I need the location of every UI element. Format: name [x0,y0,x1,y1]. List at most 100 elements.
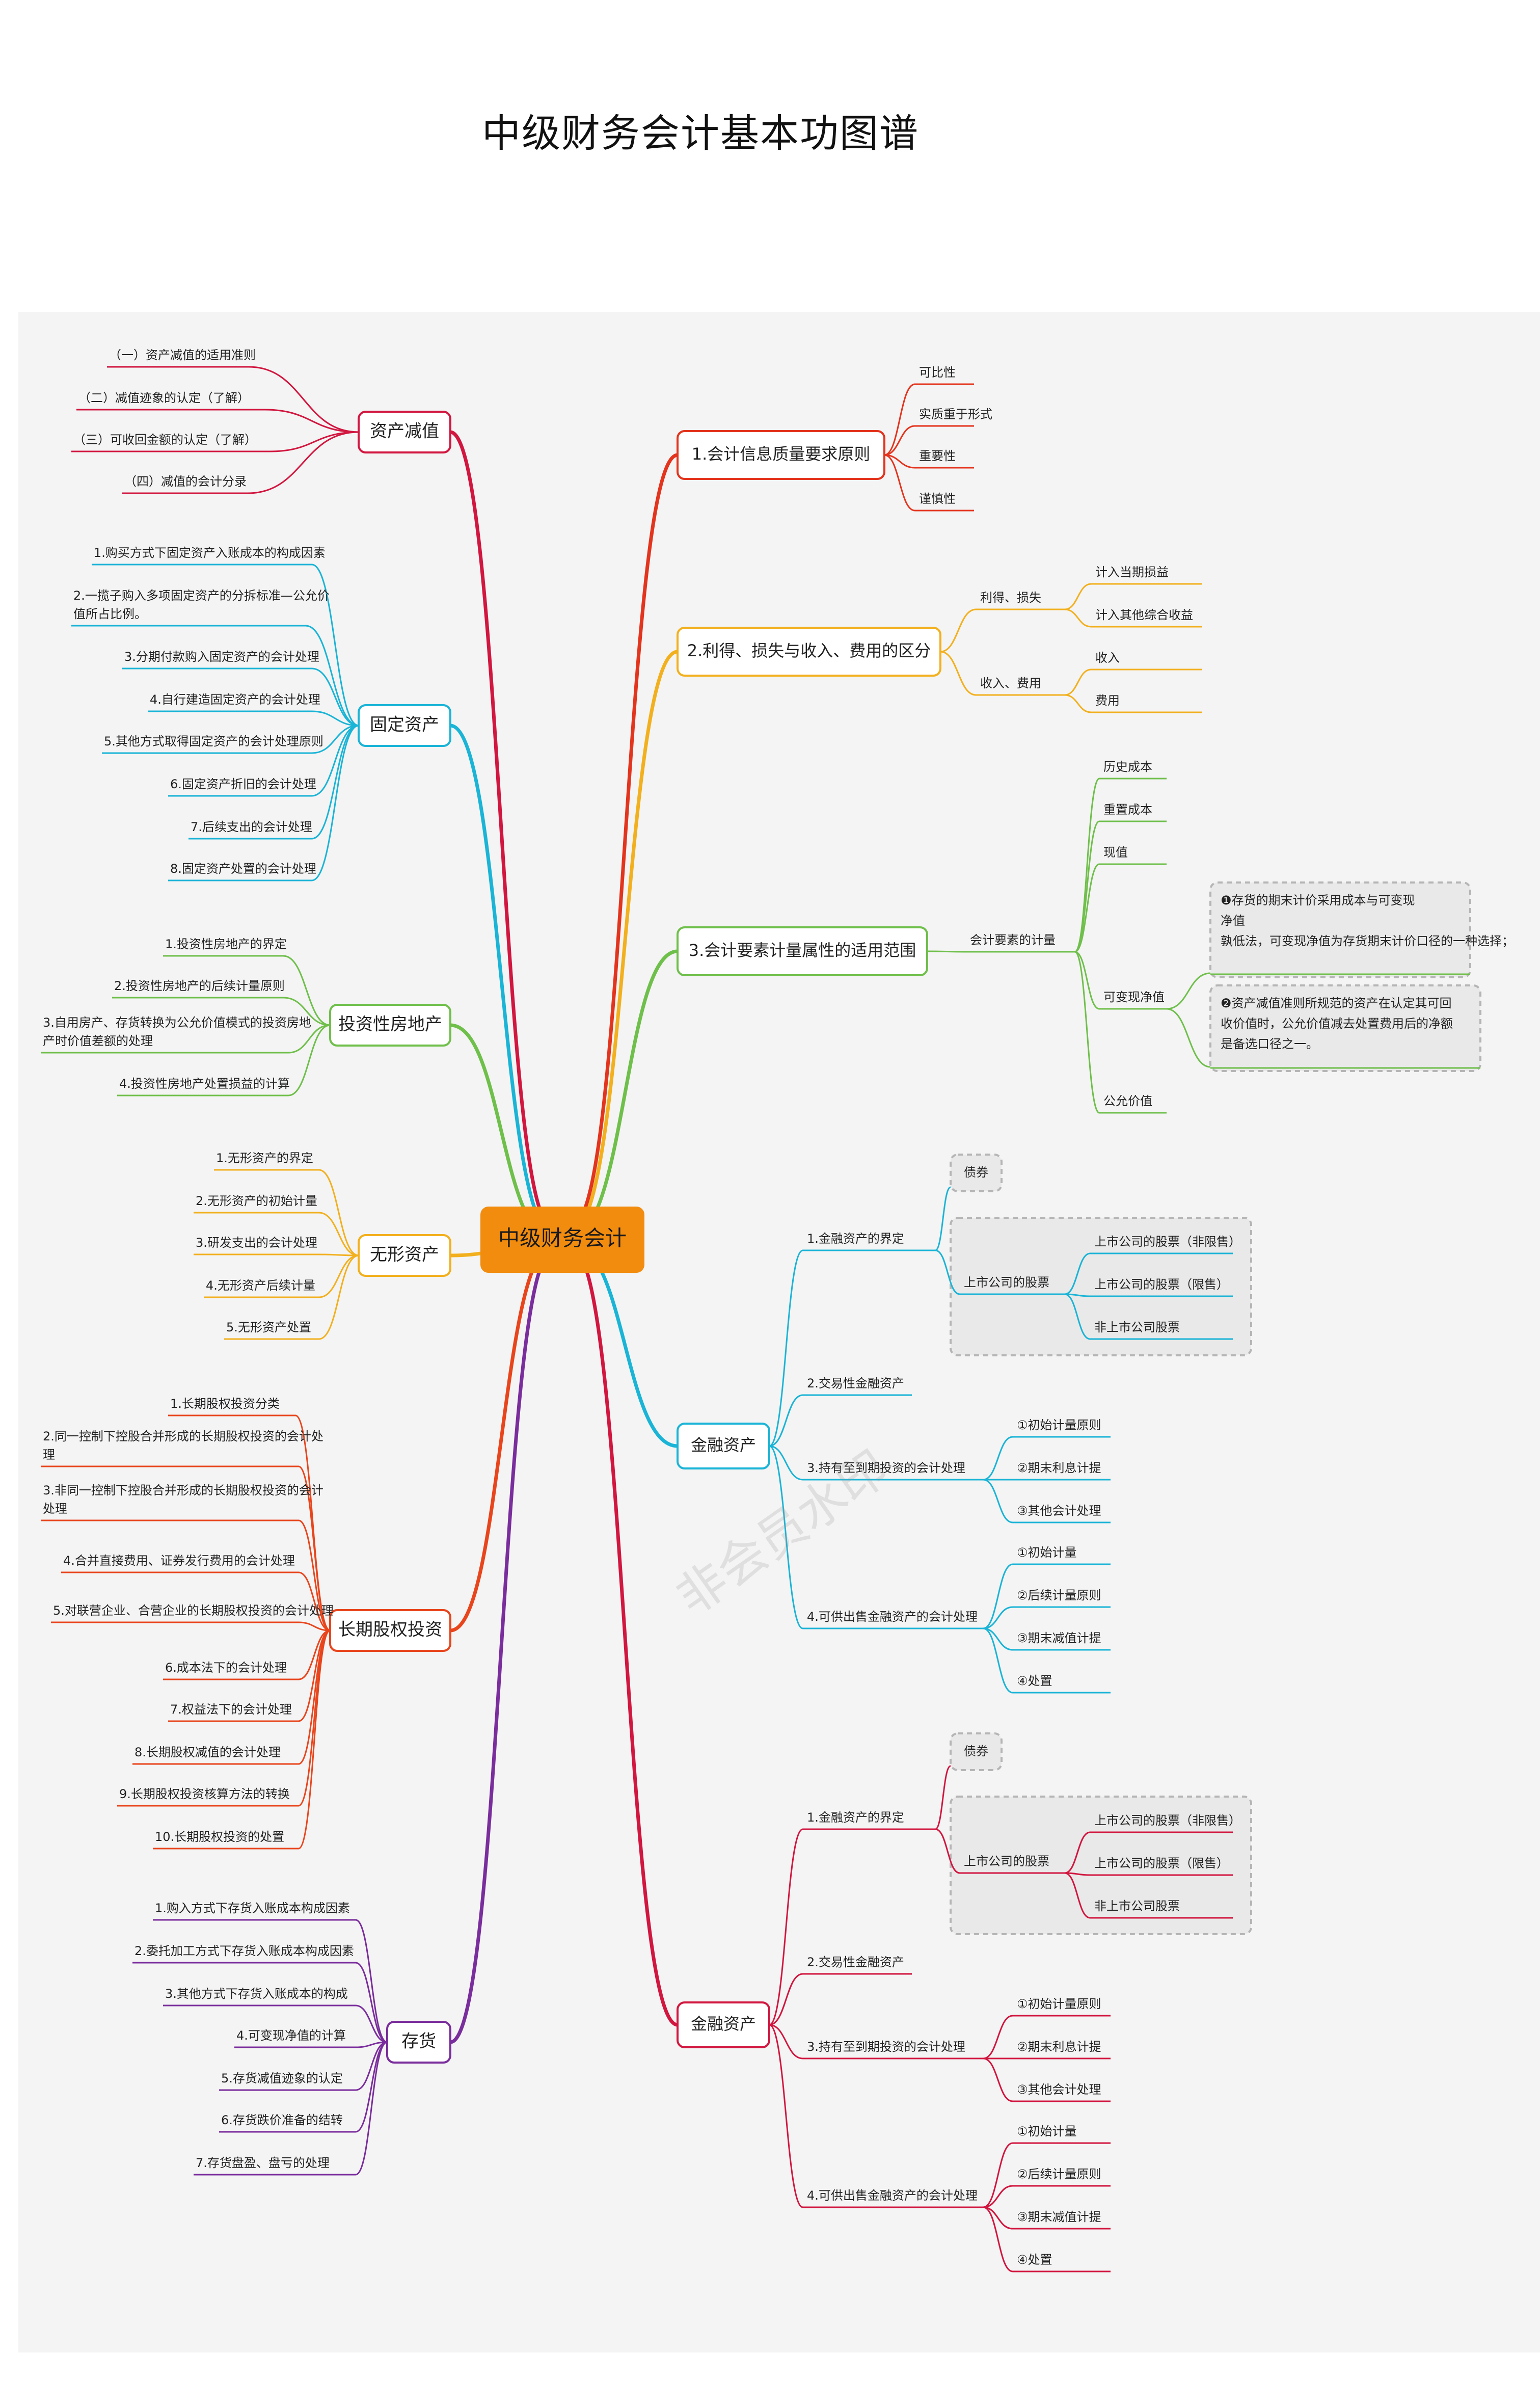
leaf-item: 5.存货减值迹象的认定 [221,2071,343,2085]
bond-node[interactable] [950,1154,1003,1192]
leaf-connector [355,2041,388,2048]
root-label: 中级财务会计 [498,1226,627,1251]
leaf-connector [311,725,359,840]
leaf-connector [983,2142,1013,2208]
leaf-item: 1.投资性房地产的界定 [165,937,287,951]
leaf-item: 计入其他综合收益 [1095,608,1193,622]
leaf-item: ①初始计量 [1017,2124,1077,2138]
leaf-item: 现值 [1103,845,1128,860]
leaf-connector [288,1024,331,1096]
group-label: 收入、费用 [980,676,1041,690]
group-label: 1.金融资产的界定 [807,1232,904,1246]
leaf-item: ④处置 [1017,1674,1052,1688]
leaf-connector [311,725,359,881]
leaf-connector [248,366,359,433]
leaf-connector [1074,863,1100,953]
leaf-item: （二）减值迹象的认定（了解） [78,391,250,405]
leaf-connector [983,1627,1013,1651]
branch-connector [572,453,678,1226]
group-label: 上市公司的股票 [964,1854,1049,1868]
group-label: 2.交易性金融资产 [807,1376,904,1390]
leaf-connector [1064,608,1092,628]
branch-connector [450,724,553,1234]
leaf-item: 3.非同一控制下控股合并形成的长期股权投资的会计 [43,1483,323,1497]
leaf-connector [1074,951,1100,1114]
leaf-connector [288,1024,331,1054]
group-connector [769,1445,803,1481]
leaf-connector [1064,1252,1091,1295]
leaf-item: 2.无形资产的初始计量 [196,1194,317,1208]
leaf-connector [318,1212,359,1256]
leaf-item: 1.长期股权投资分类 [170,1397,280,1411]
branch-label: 资产减值 [370,421,439,442]
note-box-1[interactable] [1209,984,1481,1072]
leaf-item: 产时价值差额的处理 [43,1034,153,1048]
branch-label: 固定资产 [370,715,439,735]
leaf-item: 4.合并直接费用、证券发行费用的会计处理 [63,1554,295,1568]
branch-label: 1.会计信息质量要求原则 [692,444,871,464]
group-connector [769,1445,803,1629]
group-label: 2.交易性金融资产 [807,1955,904,1969]
branch-label: 3.会计要素计量属性的适用范围 [689,941,916,960]
leaf-item: 值所占比例。 [73,607,147,621]
bond-node[interactable] [950,1732,1003,1771]
listed-group[interactable] [950,1217,1252,1356]
leaf-connector [983,1479,1013,1523]
leaf-item: 公允价值 [1103,1094,1152,1108]
leaf-item: 8.长期股权减值的会计处理 [134,1745,281,1759]
leaf-item: 7.权益法下的会计处理 [170,1702,292,1717]
leaf-item: 7.后续支出的会计处理 [191,820,312,834]
leaf-connector [983,2015,1013,2060]
leaf-connector [935,1186,951,1251]
leaf-connector [1074,778,1100,953]
note-box-0[interactable] [1209,881,1471,978]
leaf-connector [1064,1293,1091,1340]
leaf-item: 5.无形资产处置 [226,1320,311,1334]
leaf-connector [355,1919,388,2043]
leaf-item: 上市公司的股票（非限售） [1094,1813,1241,1828]
leaf-item: 10.长期股权投资的处置 [155,1830,284,1844]
leaf-item: 费用 [1095,693,1120,708]
bond-label: 债券 [964,1165,988,1180]
note-connector [1166,972,1211,1010]
leaf-connector [983,1563,1013,1629]
listed-group[interactable] [950,1796,1252,1935]
branch-label: 长期股权投资 [338,1620,442,1640]
leaf-connector [983,2206,1013,2230]
leaf-connector [355,2041,388,2133]
leaf-connector [983,2185,1013,2208]
leaf-connector [983,2206,1013,2272]
group-label: 4.可供出售金融资产的会计处理 [807,1610,978,1624]
note-text: ❷资产减值准则所规范的资产在认定其可回 [1221,996,1452,1010]
leaf-connector [884,425,915,456]
page-title: 中级财务会计基本功图谱 [482,111,919,156]
leaf-connector [983,1627,1013,1694]
leaf-connector [1064,694,1092,713]
root-node[interactable] [480,1207,644,1273]
leaf-item: 上市公司的股票（非限售） [1094,1235,1241,1249]
mindmap-svg: 资产减值（一）资产减值的适用准则（二）减值迹象的认定（了解）（三）可收回金额的认… [41,348,1514,2272]
leaf-item: 重要性 [919,449,956,463]
leaf-item: ①初始计量原则 [1017,1997,1101,2011]
group-label: 会计要素的计量 [970,933,1056,947]
leaf-connector [318,1169,359,1256]
leaf-item: 6.存货跌价准备的结转 [221,2113,343,2127]
branch-connector [450,1250,553,2044]
leaf-connector [269,431,359,452]
group-label: 3.持有至到期投资的会计处理 [807,2040,965,2054]
leaf-connector [355,2004,388,2043]
leaf-connector [935,1828,960,1874]
leaf-item: ③期末减值计提 [1017,2210,1101,2224]
leaf-connector [298,1629,331,1680]
leaf-connector [311,710,359,727]
leaf-connector [355,2041,388,2091]
branch-label: 金融资产 [691,1435,756,1455]
note-text: 净值 [1221,914,1245,928]
leaf-item: ④处置 [1017,2253,1052,2267]
leaf-item: 2.投资性房地产的后续计量原则 [114,979,285,993]
leaf-item: 历史成本 [1103,760,1152,774]
leaf-item: 8.固定资产处置的会计处理 [170,862,316,876]
leaf-item: 上市公司的股票（限售） [1094,1856,1229,1870]
leaf-connector [264,409,359,433]
leaf-connector [1064,1872,1091,1919]
